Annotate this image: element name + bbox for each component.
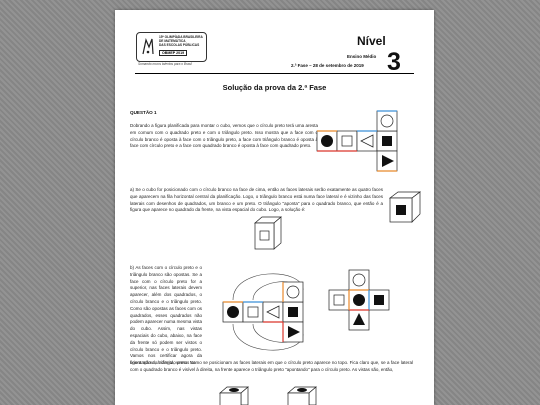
black-triangle-icon bbox=[382, 155, 394, 167]
black-circle-icon bbox=[321, 135, 333, 147]
paragraph-part-a: a) Se o cubo for posicionado com o círcu… bbox=[130, 187, 383, 213]
cube-net-with-arrows bbox=[222, 273, 304, 351]
logo-line-2: DE MATEMÁTICA bbox=[159, 39, 186, 43]
school-level: Ensino Médio bbox=[347, 54, 377, 59]
page-title: Solução da prova da 2.ª Fase bbox=[222, 83, 327, 92]
cube-view-a-right bbox=[388, 191, 422, 223]
level-number: 3 bbox=[387, 48, 401, 76]
paragraph-part-b-continued: figura acima, à direita, vemos como se p… bbox=[130, 360, 413, 372]
white-triangle-icon bbox=[360, 134, 374, 148]
white-circle-icon bbox=[380, 114, 394, 128]
black-square-icon bbox=[382, 136, 392, 146]
question-heading: QUESTÃO 1 bbox=[130, 110, 157, 115]
logo-year: OBMEP 2019 bbox=[159, 50, 188, 56]
logo-slogan: Somando novos talentos para o Brasil bbox=[138, 62, 192, 66]
cube-net-diagram bbox=[316, 110, 398, 172]
phase-date: 2.ª Fase – 28 de setembro de 2019 bbox=[291, 63, 364, 68]
paragraph-intro: Dobrando a figura planificada para monta… bbox=[130, 123, 318, 149]
cube-view-b-right bbox=[287, 386, 317, 405]
paragraph-part-b: b) As faces com o círculo preto e o triâ… bbox=[130, 265, 202, 366]
obmep-emblem-icon bbox=[142, 38, 154, 55]
level-label: Nível bbox=[357, 34, 386, 48]
logo-line-1: 15ª OLIMPÍADA BRASILEIRA bbox=[159, 35, 203, 39]
cube-cross-net bbox=[328, 269, 390, 331]
logo-line-3: DAS ESCOLAS PÚBLICAS bbox=[159, 43, 200, 47]
white-square-icon bbox=[341, 135, 353, 147]
header-divider bbox=[135, 73, 414, 74]
cube-view-b-left bbox=[219, 386, 249, 405]
obmep-logo: 15ª OLIMPÍADA BRASILEIRA DE MATEMÁTICA D… bbox=[136, 32, 207, 62]
cube-solution-a bbox=[254, 216, 282, 250]
document-page: 15ª OLIMPÍADA BRASILEIRA DE MATEMÁTICA D… bbox=[115, 10, 434, 405]
